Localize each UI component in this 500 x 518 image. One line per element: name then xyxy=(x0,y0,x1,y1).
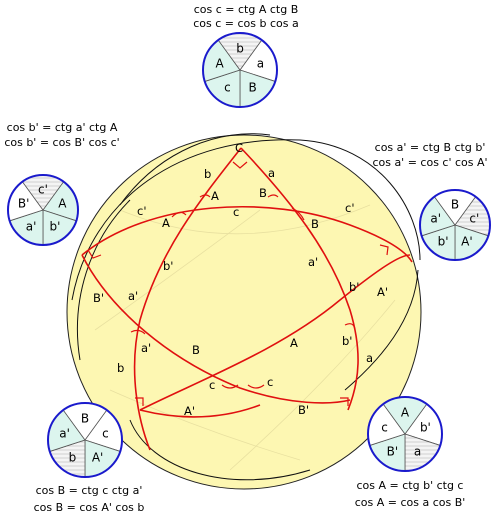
wheel-label: b' xyxy=(49,219,60,233)
formula-upper-left-2: cos b' = cos B' cos c' xyxy=(4,136,119,149)
side-label-A-prime-bottom: A' xyxy=(184,404,195,418)
formula-lower-right-2: cos A = cos a cos B' xyxy=(355,496,466,509)
wheel-label: c' xyxy=(469,212,479,226)
angle-arcs xyxy=(130,194,356,389)
wheel-ring xyxy=(202,32,278,108)
wheel-label: b' xyxy=(438,234,449,248)
angle-label-a-prime-upper: a' xyxy=(128,289,138,303)
wheel-upper-right: c' A' b' a' B xyxy=(419,189,491,261)
formula-lower-left-2: cos B = cos A' cos b xyxy=(34,501,145,514)
angle-label-b-prime-right: b' xyxy=(349,280,359,294)
angle-label-c-left: c xyxy=(209,378,215,392)
angle-label-B-upper: B xyxy=(259,186,267,200)
wheel-ring xyxy=(7,174,79,246)
wheel-label: b xyxy=(236,42,244,56)
wheel-label: a xyxy=(257,56,264,70)
wheel-label: c xyxy=(224,80,231,94)
angle-label-A-prime-right: A' xyxy=(377,285,388,299)
side-label-B-center: B xyxy=(192,343,200,357)
sphere-back-lines xyxy=(94,204,396,471)
formula-top-2: cos c = cos b cos a xyxy=(193,17,299,30)
wheel-label: c xyxy=(381,420,388,434)
wheel-label: B xyxy=(248,80,256,94)
side-label-c-prime-right: c' xyxy=(345,201,354,215)
angle-label-A-upper: A xyxy=(211,189,219,203)
formula-upper-right-1: cos a' = ctg B ctg b' xyxy=(375,141,486,154)
side-label-A-center: A xyxy=(290,336,298,350)
black-great-circles xyxy=(71,133,421,481)
wheel-label: b xyxy=(69,450,77,464)
wheel-label: B xyxy=(81,412,89,426)
side-label-a-lower: a xyxy=(366,351,373,365)
angle-label-B-prime-left: B' xyxy=(93,291,104,305)
wheel-label: A xyxy=(58,197,67,211)
formula-lower-left-1: cos B = ctg c ctg a' xyxy=(36,484,143,497)
wheel-lower-right: b' a B' cA xyxy=(367,396,443,472)
side-label-b-prime-center: b' xyxy=(163,259,173,273)
side-label-b: b xyxy=(204,167,211,181)
wheel-label: a' xyxy=(26,219,37,233)
wheel-label: a' xyxy=(59,426,70,440)
wheel-ring xyxy=(47,402,123,478)
angle-label-a-prime-lower: a' xyxy=(141,341,151,355)
wheel-label: B xyxy=(451,198,459,212)
formula-upper-left-1: cos b' = ctg a' ctg A xyxy=(7,121,118,134)
wheel-lower-left: cA' b a' B xyxy=(47,402,123,478)
wheel-label: a xyxy=(414,444,421,458)
side-label-c-upper: c xyxy=(233,205,239,219)
formulas: cos c = ctg A ctg B cos c = cos b cos a … xyxy=(4,3,487,514)
wheel-label: A xyxy=(215,56,224,70)
formula-top-1: cos c = ctg A ctg B xyxy=(194,3,299,16)
wheel-label: b' xyxy=(420,420,431,434)
formula-upper-right-2: cos a' = cos c' cos A' xyxy=(372,156,487,169)
side-label-a: a xyxy=(268,166,275,180)
angle-label-b-prime-lower: b' xyxy=(342,334,352,348)
wheel-label: B' xyxy=(387,444,399,458)
wheel-label: A' xyxy=(461,234,473,248)
wheel-label: c' xyxy=(38,183,48,197)
wheel-label: a' xyxy=(430,212,441,226)
wheel-label: B' xyxy=(18,197,30,211)
wheel-ring xyxy=(419,189,491,261)
right-angle-markers xyxy=(87,161,389,406)
side-label-B-prime-bottom: B' xyxy=(298,403,309,417)
wheel-label: A xyxy=(401,406,410,420)
angle-label-B-right: B xyxy=(311,217,319,231)
side-label-c-prime-left: c' xyxy=(137,204,146,218)
sphere xyxy=(66,134,422,490)
vertex-label-C: C xyxy=(235,141,243,155)
red-great-circles xyxy=(81,147,413,451)
wheel-ring xyxy=(367,396,443,472)
wheel-upper-left: Ab' a' B' c' xyxy=(7,174,79,246)
side-label-b-lower: b xyxy=(117,361,124,375)
side-label-a-prime-center: a' xyxy=(308,255,318,269)
wheel-label: A' xyxy=(92,450,104,464)
angle-label-c-right: c xyxy=(267,375,273,389)
pentagram-labels: C b a A B A c B c' c' b' a' B' a' b' A' … xyxy=(93,141,388,418)
wheel-label: c xyxy=(102,426,109,440)
angle-label-A-left: A xyxy=(162,216,170,230)
formula-lower-right-1: cos A = ctg b' ctg c xyxy=(357,479,464,492)
